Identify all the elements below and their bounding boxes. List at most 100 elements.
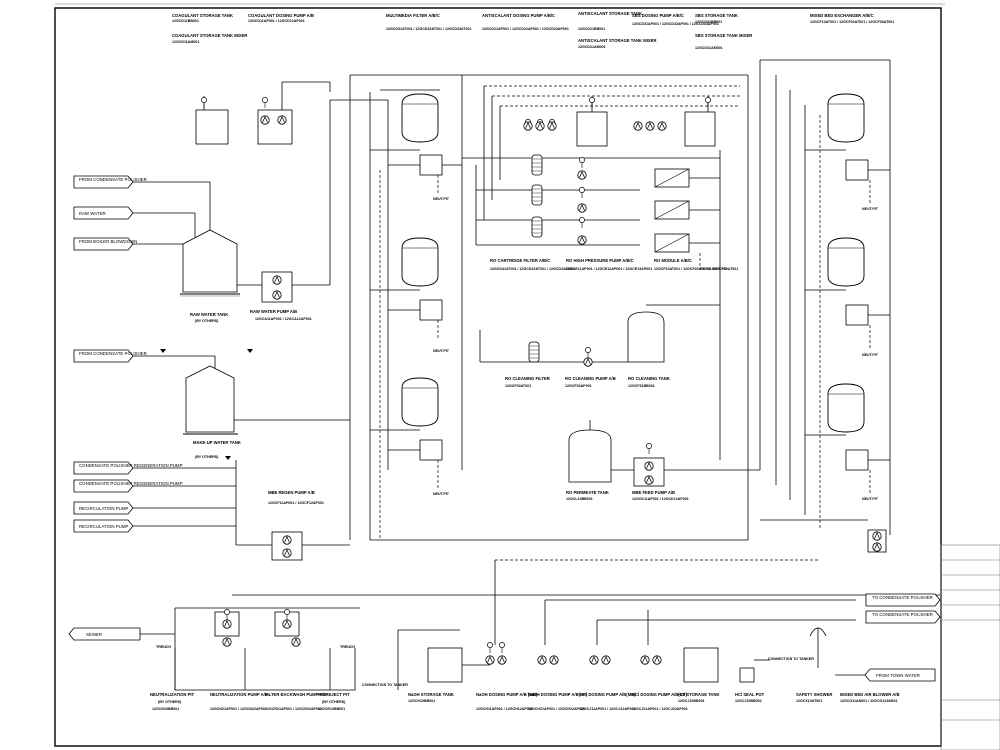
ro-permeate-tag: 12GCL10BB001 — [566, 497, 593, 501]
shower-label: SAFETY SHOWER — [796, 692, 832, 697]
naoh-pump-cp-label: NaOH DOSING PUMP A/B(CP) — [528, 692, 588, 697]
mbe-regen: MBE REGEN PUMP A/B 12GCF11AP001 / 12GCF1… — [268, 490, 350, 561]
ro-reject-pit-tag: 12GCR10BB001 — [318, 707, 345, 711]
trench-2: TRENCH — [340, 645, 355, 649]
mmf-neut-2: NEUT.PIT — [433, 349, 450, 353]
ro-hp-pump-tag: 12GCE11AP001 / 12GCE12AP001 / 12GCE13AP0… — [566, 267, 652, 271]
neut-pit-tag: 12GCN10BB001 — [152, 707, 179, 711]
raw-water-tank: RAW WATER TANK (BY OTHERS) RAW WATER PUM… — [180, 99, 388, 323]
antiscalant-tank-tag: 12GCD21BB001 — [578, 27, 605, 31]
trench-1: TRENCH — [156, 645, 171, 649]
raw-pump-label: RAW WATER PUMP A/B — [250, 309, 297, 314]
recirc-1-label: RECIRCULATION PUMP — [79, 506, 129, 511]
naoh-pump-cp-tag: 12GCH21AP001 / 12GCH22AP001 — [528, 707, 585, 711]
ro-clean-tank-label: RO CLEANING TANK — [628, 376, 670, 381]
hcl-seal-label: HCl SEAL POT — [735, 692, 765, 697]
sbs-pump-label: SBS DOSING PUMP A/B/C — [632, 13, 684, 18]
sbs-mixer-label: SBS STORAGE TANK MIXER — [695, 33, 752, 38]
bottom-distribution: TO CONDENSATE POLISHER TO CONDENSATE POL… — [232, 559, 941, 711]
multimedia-filters: NEUT.PIT NEUT.PIT NEUT.PIT — [349, 74, 748, 541]
hcl-tank-tag: 12GCJ10BB001 — [678, 699, 705, 703]
ro-cartridge-tag: 12GCD41AT001 / 12GCD42AT001 / 12GCD43AT0… — [490, 267, 576, 271]
from-cp-1-label: FROM CONDENSATE POLISHER — [79, 177, 147, 182]
ro-module-label: RO MODULE A/B/C — [654, 258, 692, 263]
ro-reject-label: RO REJECT PIT — [700, 267, 728, 271]
neut-pump-label: NEUTRALIZATION PUMP A/B — [210, 692, 268, 697]
to-cp-1-label: TO CONDENSATE POLISHER — [872, 595, 933, 600]
ro-hp-pump-label: RO HIGH PRESSURE PUMP A/B/C — [566, 258, 634, 263]
sewer-label: SEWER — [86, 632, 102, 637]
naoh-tank-label: NaOH STORAGE TANK — [408, 692, 454, 697]
backwash-pump-tag: 12GCR21AP001 / 12GCR22AP001 — [265, 707, 322, 711]
mixed-bed-tag: 12GCF10AT001 / 12GCF20AT001 / 12GCF30AT0… — [810, 20, 894, 24]
hcl-pump-cp-label: HCl DOSING PUMP A/B(CP) — [632, 692, 688, 697]
coagulant-pump-tag: 12GCD11AP001 / 12GCD12AP001 — [248, 19, 305, 23]
town-water-label: FROM TOWN WATER — [876, 673, 920, 678]
sbs-tank-tag: 12GCD31BB001 — [695, 20, 722, 24]
coagulant-mixer-label: COAGULANT STORAGE TANK MIXER — [172, 33, 247, 38]
ro-permeate-label: RO PERMEATE TANK — [566, 490, 609, 495]
ro-reject-pit-note: (BY OTHERS) — [322, 700, 346, 704]
left-inlets: FROM CONDENSATE POLISHER RAW WATER FROM … — [73, 175, 272, 546]
antiscalant-pump-label: ANTISCALANT DOSING PUMP A/B/C — [482, 13, 555, 18]
coagulant-tank-label: COAGULANT STORAGE TANK — [172, 13, 233, 18]
neutralization-area: SEWER TRENCH TRENCH NEUTRALIZATION PIT (… — [68, 607, 360, 711]
coagulant-tank-tag: 12GCD11BB001 — [172, 19, 199, 23]
blower-tag: 12GCG11AN001 / 12GCG12AN001 — [840, 699, 898, 703]
backwash-pump-label: FILTER BACKWASH PUMP A/B — [265, 692, 327, 697]
ro-reject-pit-label: RO REJECT PIT — [318, 692, 350, 697]
mb-neut-2: NEUT.PIT — [862, 353, 879, 357]
coagulant-pump-label: COAGULANT DOSING PUMP A/B — [248, 13, 314, 18]
dosing-tanks-top — [483, 85, 740, 220]
neut-pit-label: NEUTRALIZATION PIT — [150, 692, 195, 697]
mb-neut-3: NEUT.PIT — [862, 497, 879, 501]
mmf-neut-1: NEUT.PIT — [433, 197, 450, 201]
ro-cartridge-label: RO CARTRIDGE FILTER A/B/C — [490, 258, 550, 263]
hcl-seal-tag: 12GCJ10BB002 — [735, 699, 762, 703]
drawing-border — [54, 7, 942, 747]
from-cp-1-box — [73, 175, 134, 189]
mb-neut-1: NEUT.PIT — [862, 207, 879, 211]
tanker-conn-1: CONNECTION TO TANKER — [362, 683, 408, 687]
mixed-bed-label: MIXED BED EXCHANGER A/B/C — [810, 13, 874, 18]
neut-pump-tag: 12GCN21AP001 / 12GCN22AP001 — [210, 707, 267, 711]
boiler-blowdown-label: FROM BOILER BLOWDOWN — [79, 239, 137, 244]
hcl-pump-mb-tag: 12GCJ11AP001 / 12GCJ12AP001 — [580, 707, 636, 711]
cp-regen-2-label: CONDENSATE POLISHER REGENERATION PUMP — [79, 481, 183, 486]
mbe-feed-label: MBE FEED PUMP A/B — [632, 490, 675, 495]
neut-pit-note: (BY OTHERS) — [158, 700, 182, 704]
raw-pump-tag: 12GCA11AP001 / 12GCA12AP001 — [255, 317, 312, 321]
tanker-conn-2: CONNECTION TO TANKER — [768, 657, 814, 661]
naoh-pump-mb-tag: 12GCH11AP001 / 12GCH12AP001 — [476, 707, 533, 711]
ro-module-tag: 12GCF10AT001 / 12GCF20AT001 / 12GCF30AT0… — [654, 267, 738, 271]
ro-clean-filter-tag: 12GCF30AT001 — [505, 384, 531, 388]
mmf-tag: 12GCD31AT001 / 12GCD32AT001 / 12GCD33AT0… — [386, 27, 472, 31]
ro-clean-tank-tag: 12GCF31BB001 — [628, 384, 655, 388]
sbs-mixer-tag: 12GCD31AM001 — [695, 46, 723, 50]
sbs-pump-tag: 12GCD31AP001 / 12GCD32AP001 / 12GCD33AP0… — [632, 22, 719, 26]
shower-tag: 12GCX10AT001 — [796, 699, 822, 703]
ro-clean-pump-tag: 12GCF30AP001 — [565, 384, 592, 388]
coagulant-mixer-tag: 12GCD11AM001 — [172, 40, 199, 44]
mbe-regen-tag: 12GCF11AP001 / 12GCF12AP001 — [268, 501, 324, 505]
from-cp-2-label: FROM CONDENSATE POLISHER — [79, 351, 147, 356]
antiscalant-mixer-label: ANTISCALANT STORAGE TANK MIXER — [578, 38, 656, 43]
hcl-pump-cp-tag: 12GCJ21AP001 / 12GCJ22AP001 — [632, 707, 688, 711]
header-labels: COAGULANT STORAGE TANK 12GCD11BB001 COAG… — [172, 11, 894, 50]
makeup-tank-label: MAKE-UP WATER TANK — [193, 440, 241, 445]
naoh-tank-tag: 12GCH10BB001 — [408, 699, 435, 703]
mbe-regen-label: MBE REGEN PUMP A/B — [268, 490, 315, 495]
raw-tank-label: RAW WATER TANK — [190, 312, 228, 317]
title-block — [940, 544, 1000, 750]
blower-label: MIXED BED AIR BLOWER A/B — [840, 692, 899, 697]
to-cp-2-label: TO CONDENSATE POLISHER — [872, 612, 933, 617]
ro-cleaning: RO CLEANING FILTER 12GCF30AT001 RO CLEAN… — [479, 304, 720, 388]
coagulant-section — [195, 81, 331, 145]
antiscalant-tank-label: ANTISCALANT STORAGE TANK — [578, 11, 642, 16]
cp-regen-1-label: CONDENSATE POLISHER REGENERATION PUMP — [79, 463, 183, 468]
ro-permeate: RO PERMEATE TANK 12GCL10BB001 MBE FEED P… — [566, 420, 760, 501]
raw-water-label: RAW WATER — [79, 211, 106, 216]
makeup-tank: MAKE-UP WATER TANK (BY OTHERS) — [160, 349, 350, 460]
mmf-neut-3: NEUT.PIT — [433, 492, 450, 496]
